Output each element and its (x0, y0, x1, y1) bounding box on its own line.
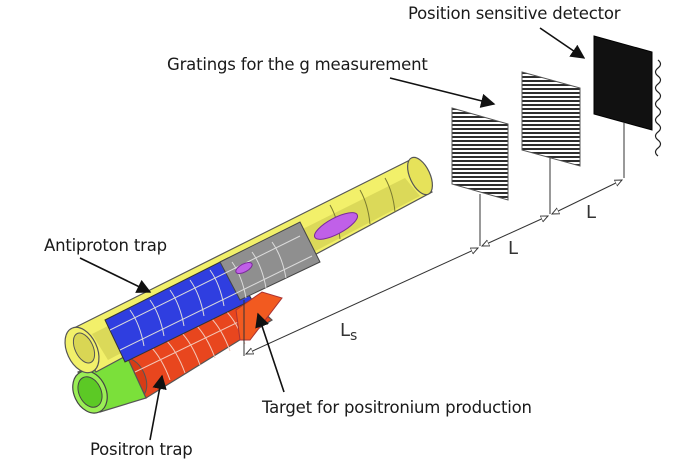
antiproton-trap (64, 156, 433, 374)
label-antiproton-trap: Antiproton trap (44, 236, 167, 255)
label-arrows (79, 27, 586, 441)
grating-2 (521, 71, 581, 167)
label-position-sensitive-detector: Position sensitive detector (408, 4, 621, 23)
dimension-label-L2: L (586, 202, 596, 223)
dimension-label-Ls: Ls (340, 320, 357, 344)
antihydrogen-cloud (313, 212, 359, 240)
label-positron-trap: Positron trap (90, 440, 193, 459)
position-sensitive-detector (593, 35, 662, 157)
dimension-lines (243, 122, 625, 356)
dimension-label-L1: L (508, 238, 518, 259)
grating-1 (451, 107, 509, 201)
label-target-positronium: Target for positronium production (262, 398, 532, 417)
label-gratings: Gratings for the g measurement (167, 55, 428, 74)
